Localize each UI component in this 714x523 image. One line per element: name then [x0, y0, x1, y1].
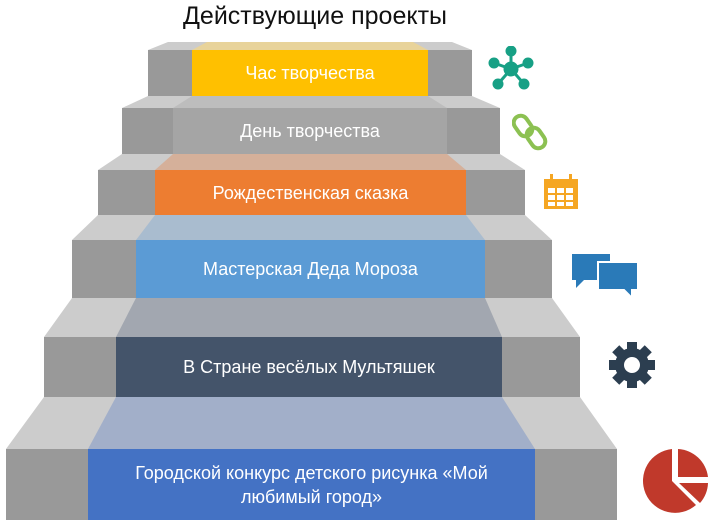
step-tread-center — [173, 96, 447, 108]
step-riser-center — [173, 108, 447, 154]
link-icon — [511, 112, 548, 157]
step-tread-center — [155, 154, 466, 170]
chat-icon — [570, 250, 640, 305]
gear-icon — [607, 340, 657, 395]
step-label: День творчества — [240, 121, 380, 141]
step-label: В Стране весёлых Мультяшек — [183, 357, 435, 377]
step-tread-center — [136, 215, 485, 240]
pie-chart-icon — [640, 447, 710, 522]
step-label: Рождественская сказка — [212, 182, 409, 203]
step-tread-center — [192, 42, 428, 50]
page-title: Действующие проекты — [182, 2, 447, 30]
step-riser-center — [88, 449, 535, 520]
step-tread-center — [88, 397, 535, 449]
step-riser-center — [116, 337, 502, 397]
step-riser-center — [192, 50, 428, 96]
step-label: Час творчества — [245, 63, 375, 83]
step-riser-center — [136, 240, 485, 298]
step-label: Мастерская Деда Мороза — [203, 259, 418, 279]
step-riser-center — [155, 170, 466, 215]
calendar-icon — [543, 174, 579, 215]
step-label: Городской конкурс детского рисунка «Мой … — [135, 462, 488, 507]
step-tread-center — [116, 298, 502, 337]
network-icon — [488, 45, 534, 97]
